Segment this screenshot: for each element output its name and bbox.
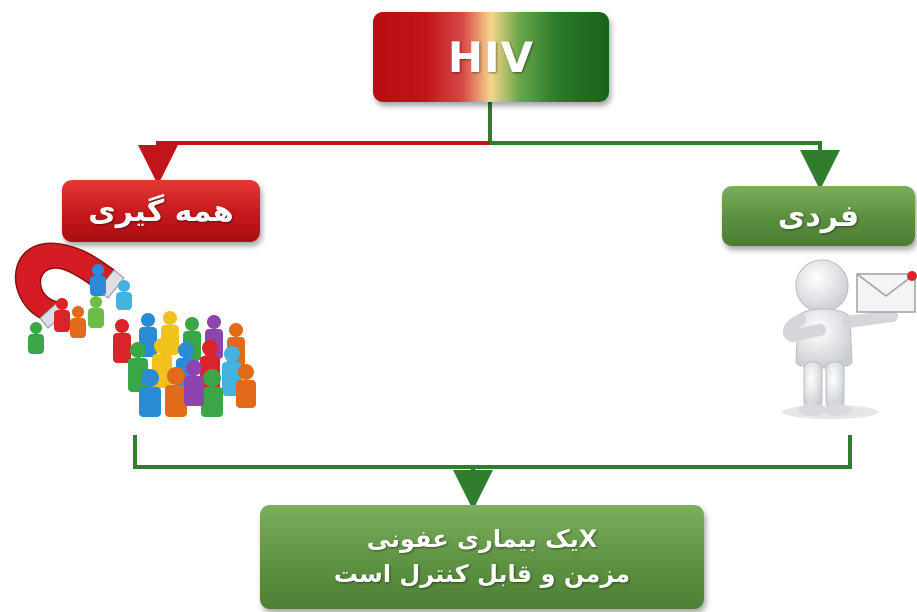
envelope-icon: [856, 271, 917, 313]
branch-right-line: [490, 141, 840, 190]
hiv-label: HIV: [447, 32, 535, 82]
mass-box: همه گیری: [62, 180, 260, 242]
crowd-people-icon: [28, 264, 256, 417]
hiv-box: HIV: [373, 12, 609, 102]
individual-label: فردی: [777, 198, 860, 234]
conclusion-box: Xیک بیماری عفونی مزمن و قابل کنترل است: [260, 505, 704, 609]
bottom-bracket-line: [133, 435, 852, 469]
individual-box: فردی: [722, 186, 915, 246]
branch-left-line: [138, 141, 490, 185]
mass-label: همه گیری: [88, 193, 234, 229]
conclusion-line-1: Xیک بیماری عفونی: [366, 525, 598, 554]
conclusion-line-2: مزمن و قابل کنترل است: [333, 560, 631, 588]
